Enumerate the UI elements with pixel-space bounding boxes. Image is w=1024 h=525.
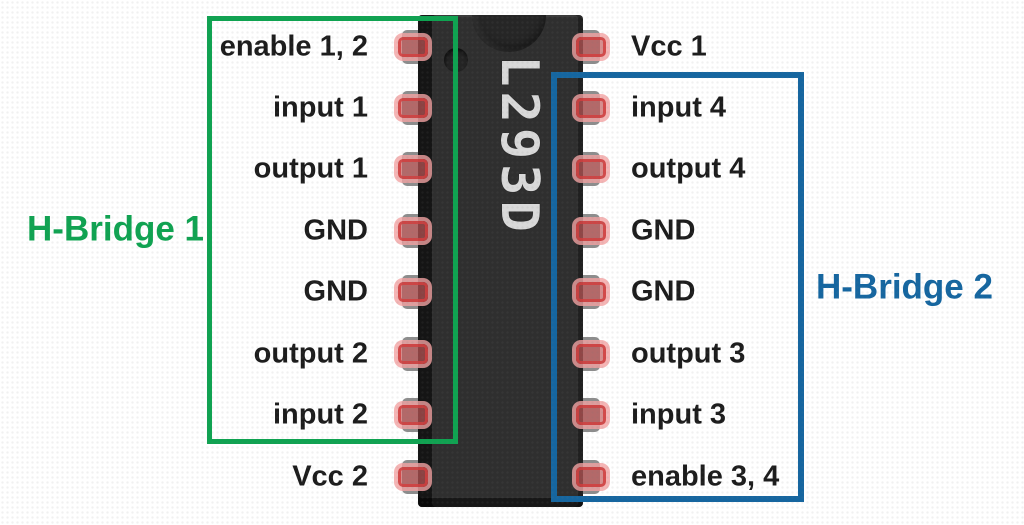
pin-label-left-2: input 1 <box>272 91 368 124</box>
pin-label-right-1: Vcc 1 <box>631 30 707 62</box>
pin-pad-marker-left-4 <box>398 220 428 241</box>
h-bridge-1-outline <box>207 16 458 444</box>
pin-pad-marker-left-2 <box>398 97 428 118</box>
pin-pad-marker-right-3 <box>576 159 606 180</box>
pin-pad-marker-left-1 <box>398 36 428 57</box>
h-bridge-2-outline <box>551 72 804 502</box>
pin-pad-marker-left-5 <box>398 282 428 303</box>
pin-label-right-6: output 3 <box>631 337 746 370</box>
pin-pad-marker-left-6 <box>398 343 428 364</box>
pin-pad-marker-left-8 <box>398 466 428 487</box>
pin-label-left-3: output 1 <box>253 152 368 185</box>
chip-part-number-label: L293D <box>489 55 549 237</box>
pin-pad-marker-right-6 <box>576 343 606 364</box>
h-bridge-1-label: H-Bridge 1 <box>27 209 204 249</box>
pin-pad-marker-right-7 <box>576 405 606 426</box>
pin-label-right-4: GND <box>631 214 696 247</box>
pin-pad-marker-right-5 <box>576 282 606 303</box>
pin-label-left-4: GND <box>303 214 368 247</box>
pin-pad-marker-right-1 <box>576 36 606 57</box>
pin-pad-marker-right-8 <box>576 466 606 487</box>
pin-pad-marker-left-3 <box>398 159 428 180</box>
pin-label-right-7: input 3 <box>631 398 727 431</box>
pin-label-right-5: GND <box>631 275 696 308</box>
pin-label-left-1: enable 1, 2 <box>219 30 368 62</box>
pin-label-right-8: enable 3, 4 <box>631 460 780 493</box>
pin-label-left-8: Vcc 2 <box>292 460 368 493</box>
pin-pad-marker-left-7 <box>398 405 428 426</box>
pin-pad-marker-right-4 <box>576 220 606 241</box>
pin-pad-marker-right-2 <box>576 97 606 118</box>
pin-label-right-2: input 4 <box>631 91 727 124</box>
pin-label-right-3: output 4 <box>631 152 746 185</box>
h-bridge-2-label: H-Bridge 2 <box>816 267 993 307</box>
pin-label-left-7: input 2 <box>272 398 368 431</box>
pin1-notch-indicator <box>472 15 546 52</box>
pin-label-left-6: output 2 <box>253 337 368 370</box>
pin-label-left-5: GND <box>303 275 368 308</box>
